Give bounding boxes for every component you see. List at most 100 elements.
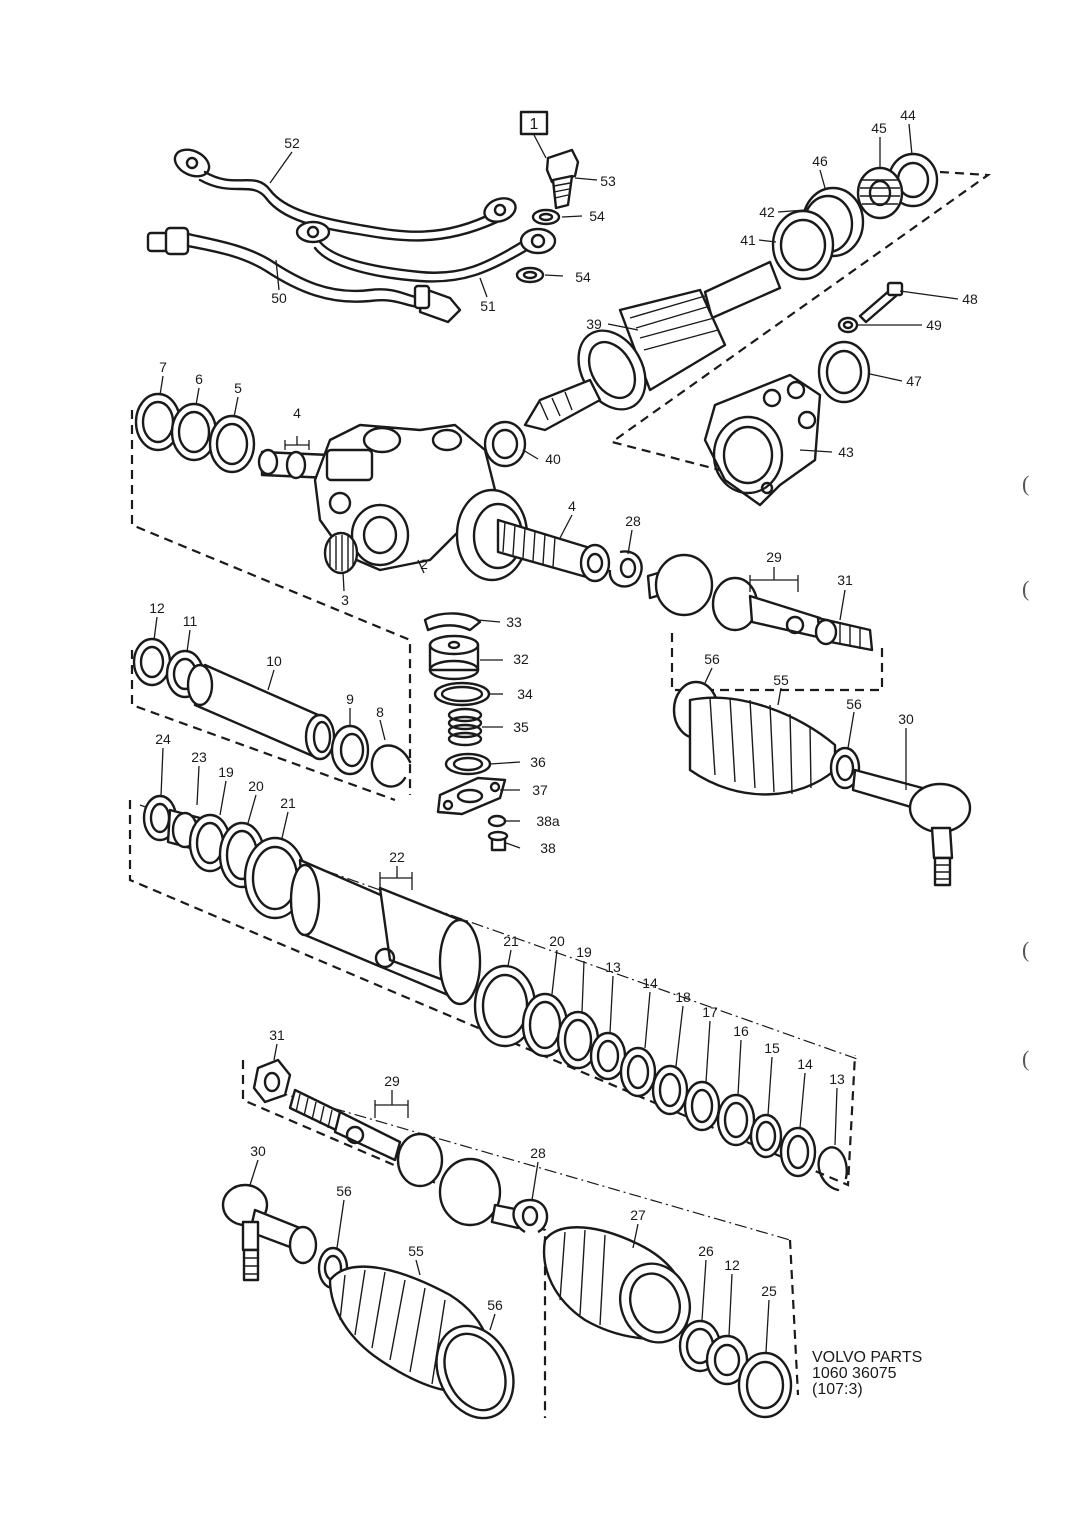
cover-plate-37	[436, 776, 507, 816]
seal-47	[817, 340, 871, 404]
seal-12-upper	[132, 637, 172, 687]
callout-26: 26	[698, 1243, 714, 1259]
washer-54-lower	[515, 266, 545, 284]
callout-12: 12	[149, 600, 165, 616]
callout-37: 37	[532, 782, 548, 798]
reference-box	[519, 110, 549, 136]
callout-27: 27	[630, 1207, 646, 1223]
shim-33	[423, 612, 482, 632]
spring-35	[447, 707, 483, 747]
dashed-boundary-tierod-upper	[670, 628, 884, 692]
callout-56: 56	[487, 1297, 503, 1313]
callout-4: 4	[293, 405, 301, 421]
callout-16: 16	[733, 1023, 749, 1039]
callout-13: 13	[829, 1071, 845, 1087]
callout-42: 42	[759, 204, 775, 220]
callout-20: 20	[248, 778, 264, 794]
rack-4-left-end	[257, 448, 332, 480]
callout-4: 4	[568, 498, 576, 514]
washer-49	[837, 316, 859, 334]
callout-49: 49	[926, 317, 942, 333]
callout-3: 3	[341, 592, 349, 608]
callout-20: 20	[549, 933, 565, 949]
callout-56: 56	[336, 1183, 352, 1199]
banjo-bolt-53	[545, 148, 580, 210]
hydraulic-pipe-50	[146, 226, 462, 324]
callout-5: 5	[234, 380, 242, 396]
callout-38: 38	[540, 840, 556, 856]
nut-31-upper	[814, 616, 874, 652]
margin-mark: (	[1022, 471, 1029, 496]
seal-40	[483, 420, 527, 468]
margin-mark: (	[1022, 576, 1029, 601]
dashed-boundary-valve	[609, 170, 992, 472]
callout-6: 6	[195, 371, 203, 387]
cylinder-22	[289, 858, 482, 1006]
lock-ring-28-upper	[608, 550, 643, 588]
callout-23: 23	[191, 749, 207, 765]
seal-14-right	[779, 1126, 817, 1178]
callout-45: 45	[871, 120, 887, 136]
callout-54: 54	[575, 269, 591, 285]
footer-reference: VOLVO PARTS 1060 36075 (107:3)	[812, 1349, 922, 1398]
callout-17: 17	[702, 1004, 718, 1020]
bushing-12-lower	[705, 1334, 749, 1386]
clamp-56-upper-right	[829, 746, 861, 790]
circlip-8	[370, 744, 412, 788]
footer-part-number: 1060 36075	[812, 1365, 897, 1382]
callout-56: 56	[846, 696, 862, 712]
seal-17	[683, 1080, 721, 1132]
callout-25: 25	[761, 1283, 777, 1299]
callout-36: 36	[530, 754, 546, 770]
callout-35: 35	[513, 719, 529, 735]
callout-32: 32	[513, 651, 529, 667]
callout-7: 7	[159, 359, 167, 375]
nut-31-lower	[252, 1058, 292, 1104]
callout-22: 22	[389, 849, 405, 865]
seal-5	[208, 414, 256, 474]
washer-36	[444, 752, 492, 776]
callout-29: 29	[766, 549, 782, 565]
callout-43: 43	[838, 444, 854, 460]
inner-ball-joint-29-upper	[646, 553, 824, 640]
callout-38a: 38a	[536, 813, 560, 829]
callout-24: 24	[155, 731, 171, 747]
dashdot-axis-lower	[269, 1089, 791, 1241]
footer-brand: VOLVO PARTS	[812, 1349, 922, 1366]
callout-14: 14	[642, 975, 658, 991]
callout-47: 47	[906, 373, 922, 389]
callout-41: 41	[740, 232, 756, 248]
callout-33: 33	[506, 614, 522, 630]
callout-29: 29	[384, 1073, 400, 1089]
dashed-boundary-cylinder	[130, 650, 396, 802]
circlip-13-right	[817, 1146, 848, 1192]
callout-8: 8	[376, 704, 384, 720]
callout-labels: 1 52 53 54 54 50 51 44 45 46 42 41 48 49…	[149, 107, 978, 1313]
seal-15	[749, 1113, 783, 1159]
callout-21: 21	[503, 933, 519, 949]
margin-mark: (	[1022, 937, 1029, 962]
seal-18	[651, 1064, 689, 1116]
cylinder-tube-10	[186, 663, 336, 761]
callout-13: 13	[605, 959, 621, 975]
inner-ball-joint-29-lower	[288, 1088, 522, 1230]
callout-19: 19	[576, 944, 592, 960]
callout-15: 15	[764, 1040, 780, 1056]
yoke-32	[428, 634, 480, 681]
callout-9: 9	[346, 691, 354, 707]
rack-4-toothed	[496, 518, 611, 583]
callout-56: 56	[704, 651, 720, 667]
seal-16	[716, 1093, 756, 1147]
callout-55: 55	[773, 672, 789, 688]
hydraulic-pipe-52	[173, 148, 517, 242]
washer-38a	[487, 814, 507, 828]
hydraulic-pipe-51	[295, 220, 557, 283]
callout-10: 10	[266, 653, 282, 669]
seal-14-left	[619, 1046, 657, 1098]
callout-2: 2	[420, 556, 428, 572]
valve-pinion-39	[523, 260, 782, 432]
valve-housing-43	[703, 373, 822, 507]
callout-55: 55	[408, 1243, 424, 1259]
callout-12: 12	[724, 1257, 740, 1273]
